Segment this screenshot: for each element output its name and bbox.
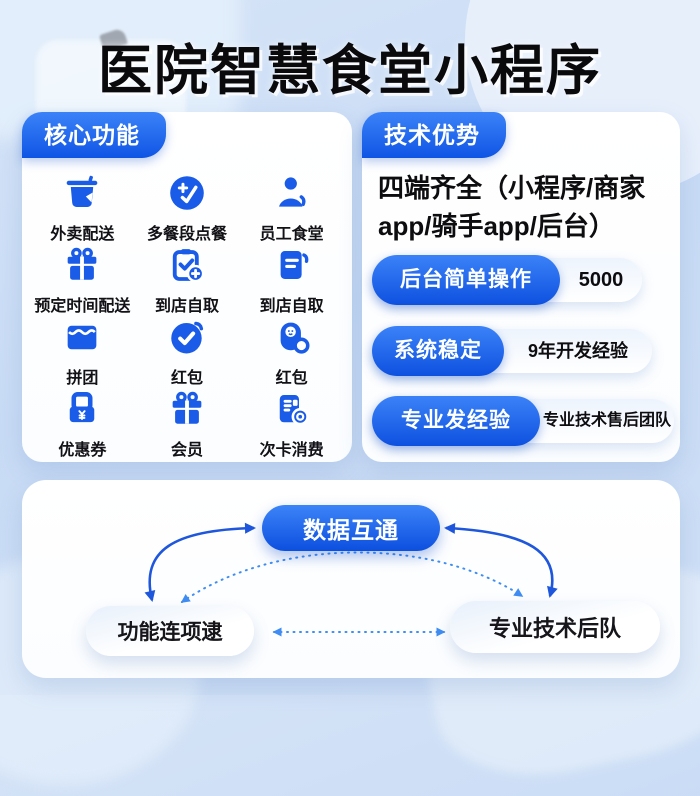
feature-label: 优惠券 <box>58 442 107 459</box>
tech-advantages-panel: 技术优势 四端齐全（小程序/商家app/骑手app/后台） 后台简单操作 500… <box>362 112 680 462</box>
advantage-value: 9年开发经验 <box>527 341 628 361</box>
page-title: 医院智慧食堂小程序 <box>98 41 602 101</box>
feature-label: 红包 <box>275 370 308 387</box>
tech-headline: 四端齐全（小程序/商家app/骑手app/后台） <box>378 173 646 241</box>
advantage-row: 后台简单操作 5000 <box>372 255 680 305</box>
advantage-pill: 专业发经验 <box>372 396 540 446</box>
advantage-value: 5000 <box>578 269 624 291</box>
feature-item: 到店自取 <box>239 244 344 316</box>
check-circle-icon <box>171 321 204 354</box>
feature-item: 次卡消费 <box>239 388 344 460</box>
order-check-icon <box>170 176 204 210</box>
feature-label: 会员 <box>170 442 203 459</box>
feature-label: 到店自取 <box>154 298 219 315</box>
gift-icon <box>172 391 202 424</box>
feature-item: 预定时间配送 <box>30 244 135 316</box>
diagram-node-left: 功能连项逮 <box>86 606 254 656</box>
solid-arrow-right <box>444 522 558 598</box>
dotted-arc <box>180 551 524 603</box>
feature-item: 到店自取 <box>135 244 240 316</box>
advantage-row: 专业发经验 专业技术售后团队 <box>372 396 680 446</box>
feature-item: 红包 <box>135 316 240 388</box>
advantage-pill: 后台简单操作 <box>372 255 560 305</box>
advantage-value: 专业技术售后团队 <box>542 412 671 429</box>
feature-item: 多餐段点餐 <box>135 172 240 244</box>
staff-person-icon <box>278 177 306 207</box>
feature-label: 预定时间配送 <box>34 298 131 315</box>
advantage-row: 系统稳定 9年开发经验 <box>372 326 680 376</box>
gift-icon <box>67 247 97 280</box>
core-features-panel: 核心功能 外卖配送 多餐段点餐 员工食 <box>22 112 352 462</box>
feature-item: 会员 <box>135 388 240 460</box>
feature-item: 优惠券 <box>30 388 135 460</box>
envelope-icon <box>67 325 97 350</box>
coupon-lock-icon <box>70 392 95 423</box>
feature-label: 员工食堂 <box>259 226 324 243</box>
feature-item: 员工食堂 <box>239 172 344 244</box>
card-coin-icon <box>279 395 309 426</box>
feature-label: 到店自取 <box>259 298 324 315</box>
feature-label: 拼团 <box>66 370 99 387</box>
solid-arrow-left <box>144 522 256 602</box>
feature-item: 红包 <box>239 316 344 388</box>
tech-advantages-badge: 技术优势 <box>362 112 506 158</box>
clipboard-check-icon <box>172 249 205 283</box>
feature-label: 红包 <box>170 370 203 387</box>
flow-diagram-panel: 数据互通 功能连项逮 专业技术后队 <box>22 480 680 678</box>
features-grid: 外卖配送 多餐段点餐 员工食堂 <box>30 172 344 459</box>
core-features-badge: 核心功能 <box>22 112 166 158</box>
diagram-node-right: 专业技术后队 <box>450 601 660 653</box>
feature-label: 次卡消费 <box>259 442 324 459</box>
document-icon <box>280 251 309 279</box>
person-coin-icon <box>280 322 310 354</box>
feature-label: 多餐段点餐 <box>146 226 227 243</box>
feature-label: 外卖配送 <box>50 226 115 243</box>
diagram-node-data-hub: 数据互通 <box>262 505 440 551</box>
diagram-arrows <box>144 522 558 637</box>
takeout-box-icon <box>67 175 98 207</box>
feature-item: 拼团 <box>30 316 135 388</box>
feature-item: 外卖配送 <box>30 172 135 244</box>
advantage-pill: 系统稳定 <box>372 326 504 376</box>
